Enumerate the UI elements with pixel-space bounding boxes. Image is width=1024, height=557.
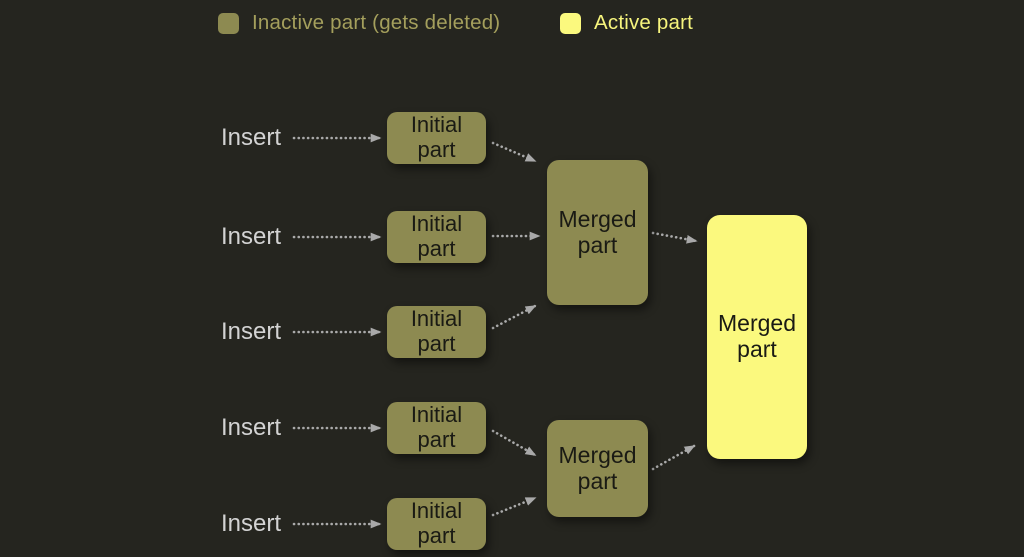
merged-part-label-final: Merged part (718, 310, 796, 362)
initial-part-label-3: Initial part (410, 306, 463, 356)
active-part-swatch (560, 12, 581, 34)
arrow-merged2-to-final (651, 444, 696, 471)
arrow-initial4-to-merged2 (491, 429, 537, 457)
initial-part-box-5: Initial part (387, 498, 486, 550)
initial-part-box-4: Initial part (387, 402, 486, 454)
arrow-initial3-to-merged1 (491, 304, 537, 330)
merged-part-box-bottom: Merged part (547, 420, 648, 517)
legend-inactive: Inactive part (gets deleted) (218, 11, 500, 35)
initial-part-label-1: Initial part (410, 112, 463, 162)
initial-part-box-2: Initial part (387, 211, 486, 263)
initial-part-label-2: Initial part (410, 211, 463, 261)
merged-part-label-top: Merged part (558, 205, 637, 258)
insert-label-4: Insert (221, 414, 282, 441)
initial-part-box-3: Initial part (387, 306, 486, 358)
initial-part-label-4: Initial part (410, 402, 463, 452)
inactive-part-legend-label: Inactive part (gets deleted) (252, 11, 501, 34)
insert-label-5: Insert (221, 510, 282, 537)
initial-part-box-1: Initial part (387, 112, 486, 164)
active-part-legend-label: Active part (594, 11, 694, 34)
insert-label-3: Insert (221, 318, 282, 345)
insert-label-1: Insert (221, 124, 282, 151)
initial-part-label-5: Initial part (410, 498, 463, 548)
arrow-initial5-to-merged2 (491, 496, 537, 517)
merged-part-box-top: Merged part (547, 160, 648, 305)
insert-label-2: Insert (221, 223, 282, 250)
arrow-merged1-to-final (651, 231, 698, 244)
merged-part-box-final: Merged part (707, 215, 807, 459)
inactive-part-swatch (218, 12, 239, 34)
legend-active: Active part (560, 11, 693, 35)
merged-part-label-bottom: Merged part (558, 441, 637, 494)
arrow-initial1-to-merged1 (491, 141, 537, 163)
